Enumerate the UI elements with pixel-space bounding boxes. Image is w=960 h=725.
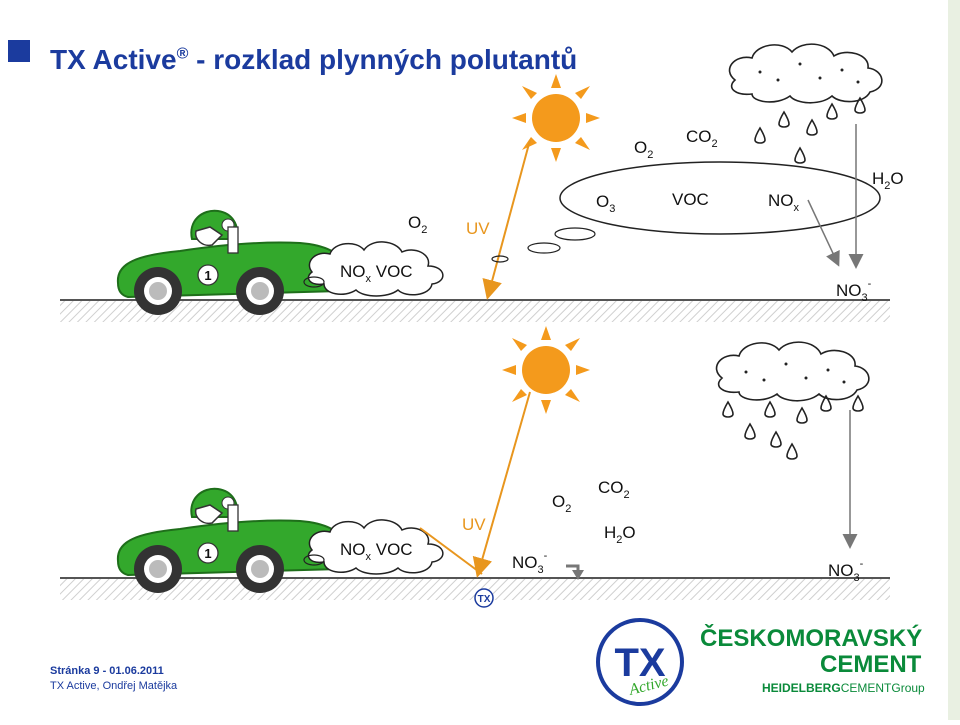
- sun-icon-2: [502, 326, 590, 414]
- bottom-co2: CO2: [598, 478, 630, 501]
- top-uv-label: UV: [466, 219, 490, 238]
- rain-cloud: [730, 44, 882, 103]
- cloud-voc: VOC: [672, 190, 709, 209]
- rain-drops: [755, 98, 865, 163]
- title-bullet: [8, 40, 30, 62]
- tx-small-logo: TX: [475, 589, 493, 607]
- top-scene: 1 NOx VOC O2 UV O3 VOC NOx O2 CO2: [60, 44, 904, 322]
- svg-text:TX: TX: [478, 594, 491, 605]
- car-number: 1: [204, 268, 211, 283]
- rain-drops-2: [723, 396, 863, 459]
- bottom-no3-left: NO3-: [512, 550, 548, 576]
- footer-author: TX Active, Ondřej Matějka: [50, 680, 177, 692]
- cloud-co2: CO2: [686, 127, 718, 150]
- bottom-scene: 1 NOx VOC UV O2 CO2 H2O NO3- TX: [60, 326, 890, 607]
- uv-ray-arrow: [488, 140, 530, 296]
- bubble-3: [555, 228, 595, 240]
- sun-icon: [512, 74, 600, 162]
- group-line: HEIDELBERGCEMENTGroup: [762, 681, 925, 695]
- side-band: [948, 0, 960, 720]
- uv-ray-arrow-2: [478, 392, 530, 574]
- cloud-o2: O2: [634, 138, 653, 161]
- bottom-o2: O2: [552, 492, 571, 515]
- bottom-uv-label: UV: [462, 515, 486, 534]
- company-line2: CEMENT: [820, 651, 922, 678]
- car-number-2: 1: [204, 546, 211, 561]
- bottom-h2o: H2O: [604, 523, 636, 546]
- ground-hatch: [60, 300, 890, 322]
- rain-cloud-2: [717, 342, 869, 401]
- top-h2o: H2O: [872, 169, 904, 192]
- bubble-2: [528, 243, 560, 253]
- page-title: TX Active® - rozklad plynných polutantů: [50, 44, 577, 76]
- footer-page: Stránka 9 - 01.06.2011: [50, 665, 164, 677]
- top-o2: O2: [408, 213, 427, 236]
- tx-active-logo: TX Active: [598, 620, 682, 704]
- bubble-1: [492, 256, 508, 262]
- company-line1: ČESKOMORAVSKÝ: [700, 624, 922, 652]
